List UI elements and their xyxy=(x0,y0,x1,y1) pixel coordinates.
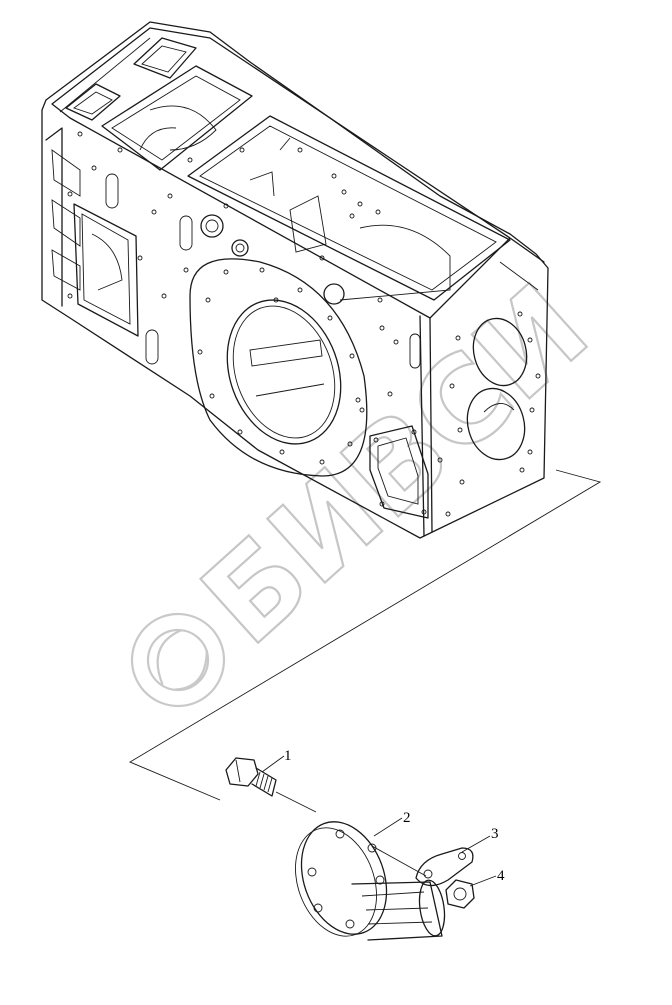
callout-3-number: 3 xyxy=(491,826,499,842)
callout-3: 3 xyxy=(461,826,499,853)
watermark: БИВСИ xyxy=(130,257,615,708)
housing-small-cover xyxy=(369,425,429,519)
callout-4-number: 4 xyxy=(497,868,505,884)
callout-1: 1 xyxy=(261,748,292,773)
callout-4: 4 xyxy=(469,868,505,887)
part-lock-washer xyxy=(415,847,474,887)
callout-2-number: 2 xyxy=(403,810,411,826)
watermark-text: БИВСИ xyxy=(176,258,613,671)
part-bolt xyxy=(225,757,277,797)
part-nut xyxy=(445,879,475,909)
housing-main-flange xyxy=(189,258,368,477)
watermark-logo-icon xyxy=(130,612,226,708)
callout-1-number: 1 xyxy=(284,748,292,764)
assembly-reference-lines xyxy=(129,469,602,877)
part-flanged-shaft xyxy=(295,821,446,941)
callout-2: 2 xyxy=(373,810,411,837)
gearbox-housing xyxy=(41,21,549,539)
